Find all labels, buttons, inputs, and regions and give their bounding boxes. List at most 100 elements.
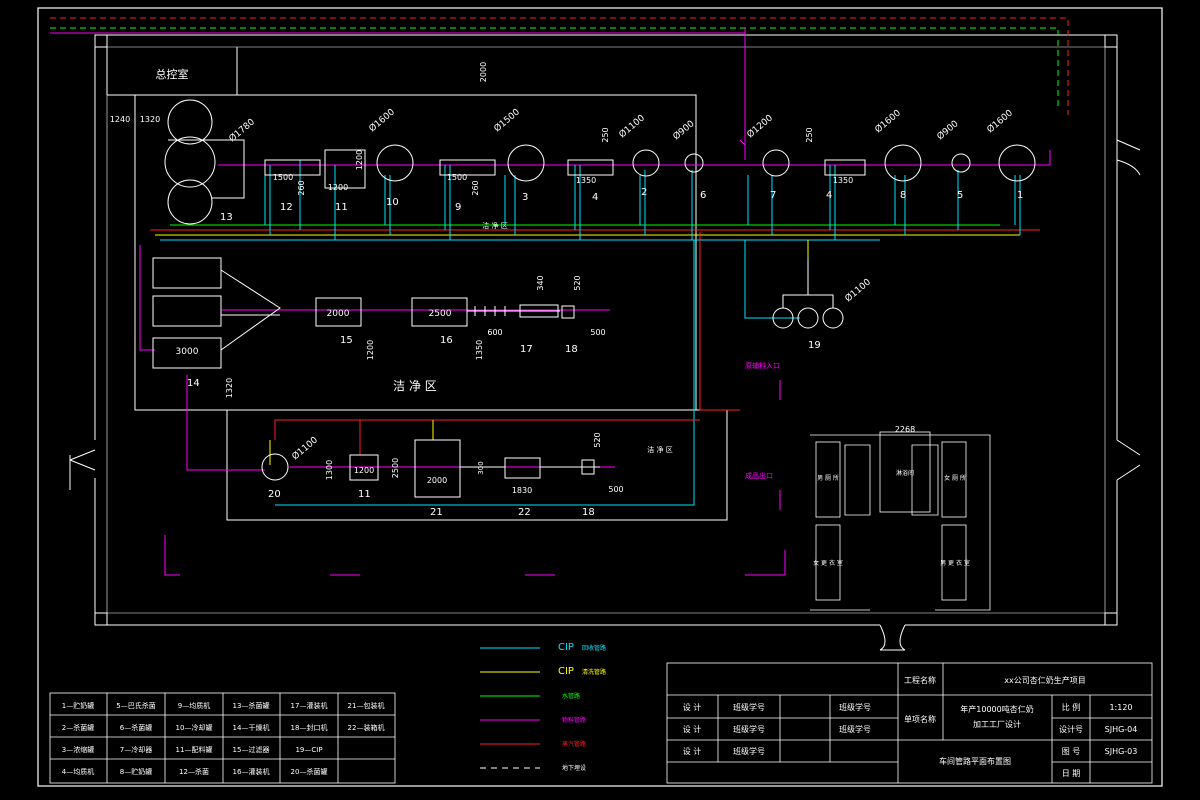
legend-code-1: CIP (558, 666, 574, 677)
index-cell: 7—冷却器 (120, 745, 152, 754)
legend-text-2: 水管路 (562, 692, 580, 700)
index-cell: 15—过滤器 (233, 745, 270, 754)
clean-zone-1 (134, 94, 697, 411)
index-cell: 1—贮奶罐 (62, 701, 94, 710)
tag-12: 12 (280, 202, 293, 213)
index-cell: 10—冷却罐 (176, 723, 213, 732)
dim-300: 300 (477, 461, 485, 474)
diam-2: Ø1100 (617, 112, 647, 140)
dim-1200d: 1200 (354, 466, 374, 475)
tb-project-value: xx公司杏仁奶生产项目 (1004, 675, 1085, 685)
index-cell: 16—灌装机 (233, 767, 270, 776)
tag-8: 8 (900, 190, 906, 201)
dim-250a: 250 (601, 127, 610, 142)
shower-label: 淋浴间 (896, 469, 914, 477)
diam-19: Ø1100 (843, 276, 873, 304)
index-cell: 22—装箱机 (348, 723, 385, 732)
index-cell: 9—均质机 (178, 701, 210, 710)
dim-1320: 1320 (140, 115, 160, 124)
dim-2000-top: 2000 (479, 62, 488, 82)
index-cell: 13—杀菌罐 (233, 701, 270, 710)
tag-4b: 4 (826, 190, 832, 201)
tag-17: 17 (520, 344, 533, 355)
diam-1: Ø1600 (985, 107, 1015, 135)
clean-zone-lower (226, 409, 728, 521)
dim-1350b: 1350 (833, 176, 853, 185)
outer-wall (69, 34, 1141, 651)
tag-15: 15 (340, 335, 353, 346)
legend-text-3: 物料管路 (562, 716, 586, 724)
tag-6: 6 (700, 190, 706, 201)
dim-600: 600 (487, 328, 502, 337)
dim-2268: 2268 (895, 425, 915, 434)
legend-code-0: CIP (558, 642, 574, 653)
dim-2000a: 2000 (327, 309, 350, 319)
dim-340: 340 (536, 275, 545, 290)
male-change-label: 男 更 衣 室 (940, 559, 970, 567)
clean-zone-1-label: 洁 净 区 (393, 379, 437, 393)
tag-19: 19 (808, 340, 821, 351)
diam-8: Ø1600 (873, 107, 903, 135)
tag-1: 1 (1017, 190, 1023, 201)
dim-1320b: 1320 (225, 378, 234, 398)
dim-260b: 260 (471, 180, 480, 195)
equipment (152, 99, 1036, 498)
dim-2000b: 2000 (427, 476, 447, 485)
dim-1500b: 1500 (447, 173, 467, 182)
legend-text-4: 蒸汽管路 (562, 740, 586, 748)
index-cell: 21—包装机 (348, 701, 385, 710)
index-cell: 17—灌装机 (291, 701, 328, 710)
dim-520a: 520 (573, 275, 582, 290)
tag-7: 7 (770, 190, 776, 201)
index-cell: 19—CIP (295, 746, 322, 754)
index-cell: 6—杀菌罐 (120, 723, 152, 732)
dim-250b: 250 (805, 127, 814, 142)
washroom-block (810, 431, 991, 611)
tb-student-3: 班级学号 (733, 746, 765, 756)
tag-21: 21 (430, 507, 443, 518)
tag-16: 16 (440, 335, 453, 346)
tb-drawing-title: 车间管路平面布置图 (939, 756, 1011, 766)
tag-2: 2 (641, 187, 647, 198)
tag-10: 10 (386, 197, 399, 208)
diam-7: Ø1200 (745, 112, 775, 140)
tag-9: 9 (455, 202, 461, 213)
dim-3000: 3000 (176, 347, 199, 357)
dim-520b: 520 (593, 432, 602, 447)
dim-1200c: 1200 (366, 340, 375, 360)
title-block-text: 工程名称 xx公司杏仁奶生产项目 设 计 设 计 设 计 班级学号 班级学号 班… (683, 675, 1138, 778)
index-cell: 8—贮奶罐 (120, 767, 152, 776)
tag-3: 3 (522, 192, 528, 203)
tag-14: 14 (187, 378, 200, 389)
index-table (49, 692, 396, 784)
tb-item-label: 单项名称 (904, 714, 936, 724)
male-washroom-label: 男 厕 所 (817, 474, 839, 482)
tag-4a: 4 (592, 192, 598, 203)
index-cell: 5—巴氏杀菌 (116, 701, 155, 710)
tb-drawing-value: SJHG-03 (1105, 747, 1138, 756)
tb-item-value-2: 加工工厂设计 (973, 719, 1021, 729)
index-cell: 20—杀菌罐 (291, 767, 328, 776)
side-label-in: 原辅料入口 (745, 361, 780, 370)
diam-3: Ø1500 (492, 106, 522, 134)
equipment-numbers: 13 12 11 10 9 3 4 2 6 7 4 8 5 1 15 16 17… (187, 187, 1023, 518)
tb-item-value-1: 年产10000吨杏仁奶 (960, 704, 1033, 714)
side-label-out: 成品出口 (745, 471, 773, 480)
pipelines (139, 139, 1051, 506)
tag-11b: 11 (358, 489, 371, 500)
tag-18: 18 (565, 344, 578, 355)
diam-9: Ø900 (935, 118, 961, 142)
female-change-label: 女 更 衣 室 (813, 559, 843, 567)
dim-1350a: 1350 (576, 176, 596, 185)
legend-text-1: 清洗管路 (582, 668, 606, 676)
tag-22: 22 (518, 507, 531, 518)
tb-design-1: 设 计 (683, 702, 702, 712)
female-washroom-label: 女 厕 所 (944, 474, 966, 482)
tb-code-value: SJHG-04 (1105, 725, 1138, 734)
tb-student-1: 班级学号 (733, 702, 765, 712)
tb-code-label: 设计号 (1059, 724, 1083, 734)
dim-1830: 1830 (512, 486, 532, 495)
